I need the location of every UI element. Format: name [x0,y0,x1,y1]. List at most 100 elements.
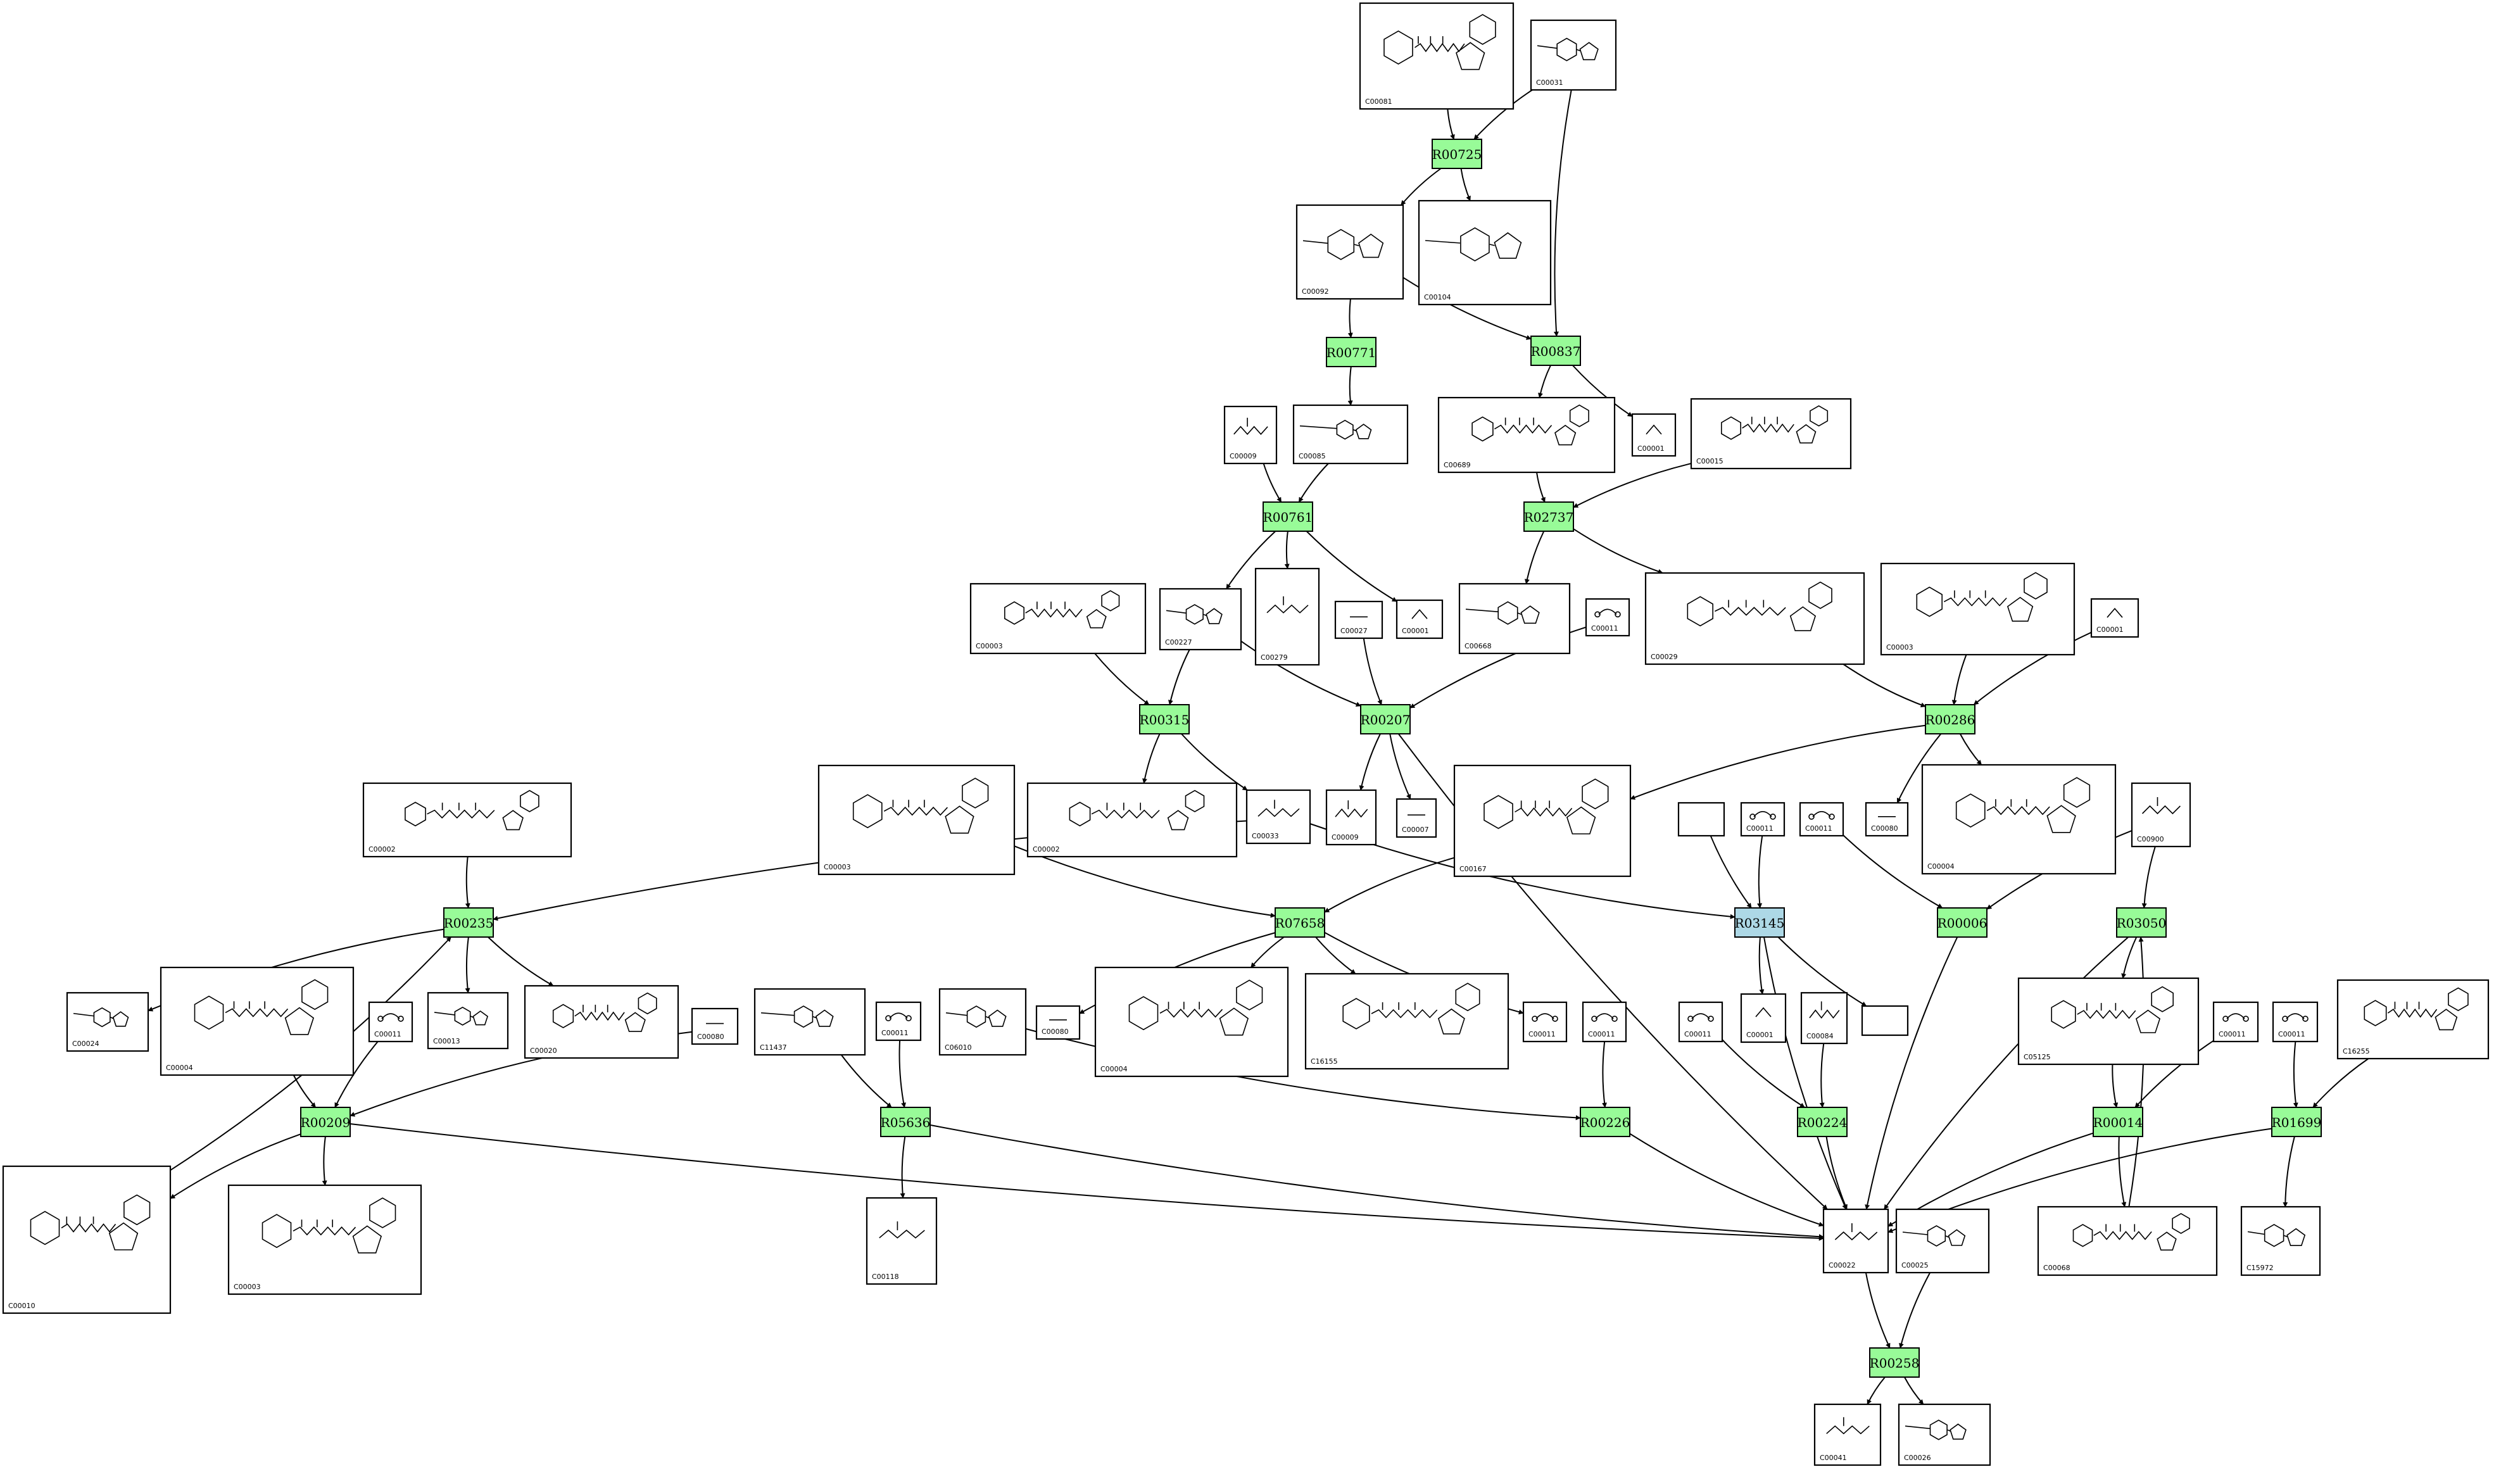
compound-box [969,582,1147,655]
reaction-node-r00207[interactable]: R00207 [1360,704,1411,734]
compound-node[interactable]: C00022 [1822,1208,1889,1274]
reaction-box [1797,1107,1848,1137]
compound-node[interactable]: C00167 [1453,764,1632,878]
compound-node[interactable]: C00009 [1325,789,1377,846]
compound-node[interactable]: C00011 [1799,802,1844,837]
compound-node[interactable]: C11437 [753,988,866,1056]
compound-node[interactable]: C00011 [2212,1001,2259,1043]
compound-node[interactable]: C00004 [1094,966,1289,1078]
compound-node[interactable]: C00900 [2131,782,2191,848]
reaction-node-r02737[interactable]: R02737 [1523,501,1574,532]
reaction-node-r00315[interactable]: R00315 [1139,704,1190,734]
compound-id-label: C00104 [1424,293,1451,301]
compound-node[interactable]: C00279 [1254,567,1320,666]
compound-node[interactable]: C00024 [66,992,149,1052]
compound-node[interactable]: C00081 [1359,2,1515,110]
compound-node[interactable]: C00080 [691,1007,739,1045]
reaction-node-r00209[interactable]: R00209 [300,1107,351,1137]
compound-node[interactable]: C00041 [1813,1403,1882,1466]
compound-node[interactable]: C16255 [2336,979,2490,1060]
compound-node[interactable]: C00689 [1437,396,1616,474]
compound-node[interactable]: C00011 [1582,1001,1627,1043]
reaction-node-r00258[interactable]: R00258 [1869,1347,1920,1378]
reaction-node-r00014[interactable]: R00014 [2093,1107,2143,1137]
compound-node[interactable]: C00011 [1522,1001,1568,1043]
compound-node[interactable]: C00001 [1631,413,1677,457]
compound-node[interactable]: C00011 [2272,1001,2319,1043]
reaction-node-r00286[interactable]: R00286 [1925,704,1975,734]
compound-node[interactable]: C00026 [1898,1403,1991,1466]
compound-node[interactable]: C00001 [1740,993,1787,1043]
compound-id-label: C00011 [1746,824,1773,833]
compound-node[interactable]: C16155 [1304,973,1509,1070]
compound-node[interactable]: C00011 [875,1001,922,1042]
reaction-node-r03050[interactable]: R03050 [2116,907,2167,938]
compound-node[interactable]: C00002 [1026,782,1238,858]
compound-node[interactable]: C00085 [1292,404,1409,465]
compound-node[interactable]: C00002 [362,782,572,858]
compound-node[interactable]: C00003 [969,582,1147,655]
reaction-edge [1710,835,1752,909]
reaction-node-r00226[interactable]: R00226 [1580,1107,1630,1137]
compound-node[interactable]: C00031 [1530,19,1617,91]
compound-node[interactable]: C00104 [1418,199,1552,306]
compound-node[interactable]: C00001 [2090,598,2139,638]
compound-node[interactable]: C00092 [1295,204,1404,300]
reaction-node-r00761[interactable]: R00761 [1263,501,1313,532]
reaction-node-r00771[interactable]: R00771 [1326,337,1377,367]
reaction-node-r07658[interactable]: R07658 [1275,907,1325,938]
compound-node[interactable]: C00068 [2037,1206,2218,1276]
compound-box [2037,1206,2218,1276]
compound-node[interactable]: C06010 [938,988,1027,1056]
reaction-edge [1630,724,1926,800]
compound-node[interactable]: C00080 [1865,802,1909,837]
compound-node[interactable]: C00011 [368,1001,413,1043]
reaction-edge [1389,733,1411,800]
reaction-node-r01699[interactable]: R01699 [2271,1107,2322,1137]
reaction-node-r00837[interactable]: R00837 [1530,336,1581,366]
compound-node[interactable]: C00011 [1678,1001,1723,1043]
compound-node[interactable] [1861,1005,1909,1036]
reaction-node-r00224[interactable]: R00224 [1797,1107,1848,1137]
reaction-node-r03145[interactable]: R03145 [1734,907,1785,938]
compound-node[interactable]: C00033 [1245,789,1311,845]
compound-node[interactable]: C00020 [524,985,679,1059]
compound-node[interactable]: C00003 [227,1184,422,1295]
reaction-node-r00725[interactable]: R00725 [1432,139,1482,169]
compound-node[interactable]: C00007 [1395,798,1437,838]
compound-node[interactable]: C05125 [2017,977,2200,1066]
compound-node[interactable]: C00011 [1740,802,1786,837]
compound-node[interactable]: C00118 [866,1197,938,1285]
reaction-edge [1777,936,1867,1007]
compound-node[interactable]: C00027 [1334,600,1383,639]
compound-node[interactable]: C00004 [160,966,355,1076]
compound-id-label: C00001 [1746,1031,1773,1039]
compound-node[interactable]: C00003 [817,764,1016,876]
reaction-box [880,1107,931,1137]
reaction-edge [1758,936,1765,995]
compound-node[interactable]: C00025 [1895,1208,1990,1274]
reaction-node-r05636[interactable]: R05636 [880,1107,931,1137]
compound-node[interactable]: C00013 [427,992,509,1050]
compound-node[interactable]: C00668 [1458,582,1571,655]
co2-icon [1594,608,1621,618]
compound-node[interactable]: C00010 [2,1165,172,1314]
compound-id-label: C00002 [1033,845,1060,853]
compound-node[interactable]: C00080 [1035,1005,1081,1040]
reaction-edge [1896,733,1942,803]
compound-box [2131,782,2191,848]
compound-node[interactable]: C00001 [1395,599,1444,639]
compound-node[interactable]: C00011 [1585,598,1630,637]
reaction-node-r00235[interactable]: R00235 [443,907,494,938]
compound-node[interactable]: C00227 [1159,588,1242,651]
reaction-node-r00006[interactable]: R00006 [1937,907,1988,938]
compound-node[interactable]: C00003 [1880,562,2076,656]
compound-node[interactable]: C00029 [1644,572,1865,665]
compound-node[interactable]: C00015 [1690,398,1852,470]
compound-node[interactable]: C15972 [2240,1206,2321,1276]
compound-node[interactable]: C00084 [1800,992,1848,1045]
compound-node[interactable]: C00004 [1921,764,2117,875]
compound-node[interactable] [1677,802,1725,837]
compound-node[interactable]: C00009 [1223,405,1278,465]
